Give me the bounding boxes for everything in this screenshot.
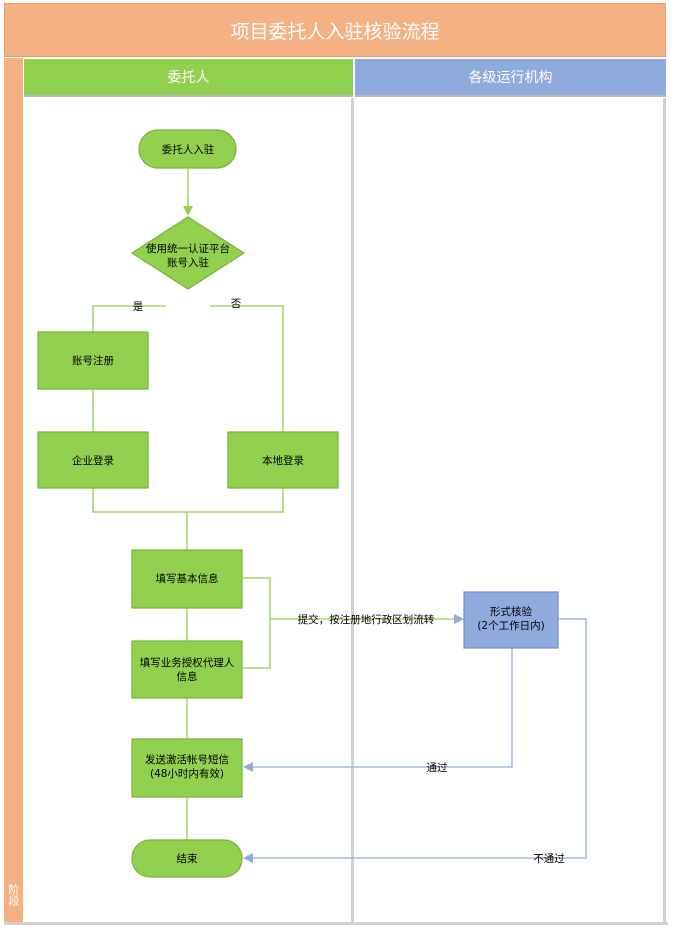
start-node-label: 委托人入驻	[162, 143, 215, 156]
bottom-border	[4, 922, 668, 925]
stage-label: 阶段	[7, 884, 20, 906]
decision-node	[130, 216, 246, 290]
edge-label-pass: 通过	[427, 761, 448, 774]
enterprise-login-label: 企业登录	[72, 454, 114, 467]
local-login-label: 本地登录	[262, 454, 304, 467]
edge-fail	[243, 618, 587, 863]
decision-label-line1: 使用统一认证平台	[146, 242, 230, 255]
lane-body-agency	[355, 98, 666, 923]
fill-basic-node	[131, 549, 243, 609]
end-node	[131, 839, 243, 878]
edge-label-yes: 是	[133, 301, 144, 313]
register-node	[37, 331, 149, 390]
verify-node	[463, 591, 559, 649]
register-node-label: 账号注册	[72, 354, 114, 367]
fill-agent-label-line2: 信息	[177, 670, 198, 683]
verify-label-line1: 形式核验	[490, 605, 532, 618]
fill-agent-node	[131, 640, 243, 699]
edge-logins-merge	[92, 488, 284, 513]
stage-column	[4, 58, 23, 924]
diagram-title: 项目委托人入驻核验流程	[4, 3, 666, 57]
enterprise-login-node	[37, 431, 149, 489]
lane-header-client: 委托人	[24, 59, 353, 97]
verify-label-line2: (2个工作日内)	[477, 619, 544, 632]
edge-label-submit: 提交，按注册地行政区划流转	[298, 613, 435, 626]
edge-decision-yes	[92, 305, 166, 332]
fill-agent-label-line1: 填写业务授权代理人	[140, 656, 235, 669]
end-node-label: 结束	[177, 852, 198, 865]
edge-pass	[243, 648, 513, 772]
fill-basic-label: 填写基本信息	[156, 572, 219, 585]
edge-decision-no	[210, 305, 284, 432]
send-sms-node	[131, 738, 243, 798]
edge-label-no: 否	[231, 298, 242, 310]
local-login-node	[227, 431, 339, 489]
edge-basic-bracket	[243, 577, 271, 669]
edge-label-fail: 不通过	[533, 852, 565, 865]
start-node	[138, 129, 237, 169]
send-sms-label-line2: (48小时内有效)	[150, 767, 224, 780]
lane-header-agency: 各级运行机构	[355, 59, 666, 97]
decision-label-line2: 账号入驻	[167, 256, 209, 269]
send-sms-label-line1: 发送激活帐号短信	[145, 753, 229, 766]
